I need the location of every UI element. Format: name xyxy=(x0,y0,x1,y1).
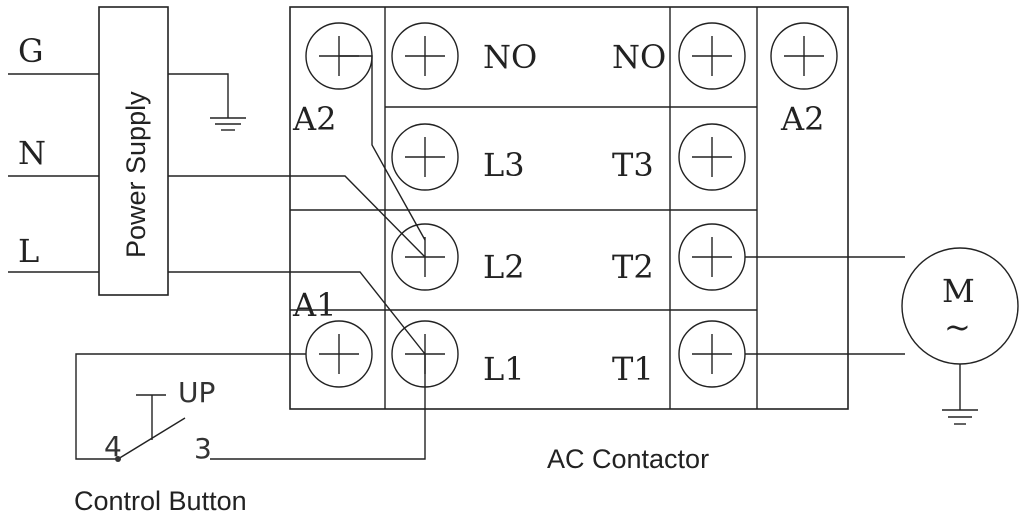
label-t2: T2 xyxy=(612,248,654,286)
label-n: N xyxy=(18,134,46,172)
terminal-no-right xyxy=(678,22,746,90)
motor-symbol: ~ xyxy=(944,308,971,346)
motor-label: M xyxy=(942,272,975,310)
label-no-left: NO xyxy=(483,38,537,76)
label-no-right: NO xyxy=(612,38,666,76)
wire-n-l2 xyxy=(168,175,426,258)
terminal-t1 xyxy=(678,320,746,388)
wire-l-l1 xyxy=(168,271,426,355)
label-a1: A1 xyxy=(292,286,336,324)
contactor-caption: AC Contactor xyxy=(547,444,709,474)
button-pin3-label: 3 xyxy=(194,432,212,465)
terminal-l3 xyxy=(391,123,459,191)
wire-l1-button xyxy=(210,354,426,460)
terminal-no-left xyxy=(391,22,459,90)
terminal-t2 xyxy=(678,223,746,291)
terminal-a2-right xyxy=(770,22,838,90)
label-l: L xyxy=(18,232,39,270)
ac-contactor xyxy=(289,6,849,410)
terminal-a1 xyxy=(305,320,373,388)
label-g: G xyxy=(18,32,44,70)
motor-icon: M ~ xyxy=(901,247,1019,365)
power-supply-box xyxy=(98,6,169,296)
motor-ground-icon xyxy=(942,364,978,425)
button-up-label: UP xyxy=(178,376,215,409)
label-a2-right: A2 xyxy=(780,100,824,138)
label-t1: T1 xyxy=(612,350,654,388)
terminal-t3 xyxy=(678,123,746,191)
label-l2: L2 xyxy=(483,248,525,286)
wire-a2-l2 xyxy=(339,55,426,241)
label-l3: L3 xyxy=(483,146,525,184)
label-a2-left: A2 xyxy=(292,100,336,138)
wire-a1-button xyxy=(75,353,306,460)
power-supply-label: Power Supply xyxy=(121,91,151,258)
control-button-icon: UP 4 3 xyxy=(104,376,215,465)
ground-icon xyxy=(168,73,246,131)
label-t3: T3 xyxy=(612,146,654,184)
label-l1: L1 xyxy=(483,350,525,388)
button-pin4-label: 4 xyxy=(104,430,122,463)
control-button-caption: Control Button xyxy=(74,486,247,516)
